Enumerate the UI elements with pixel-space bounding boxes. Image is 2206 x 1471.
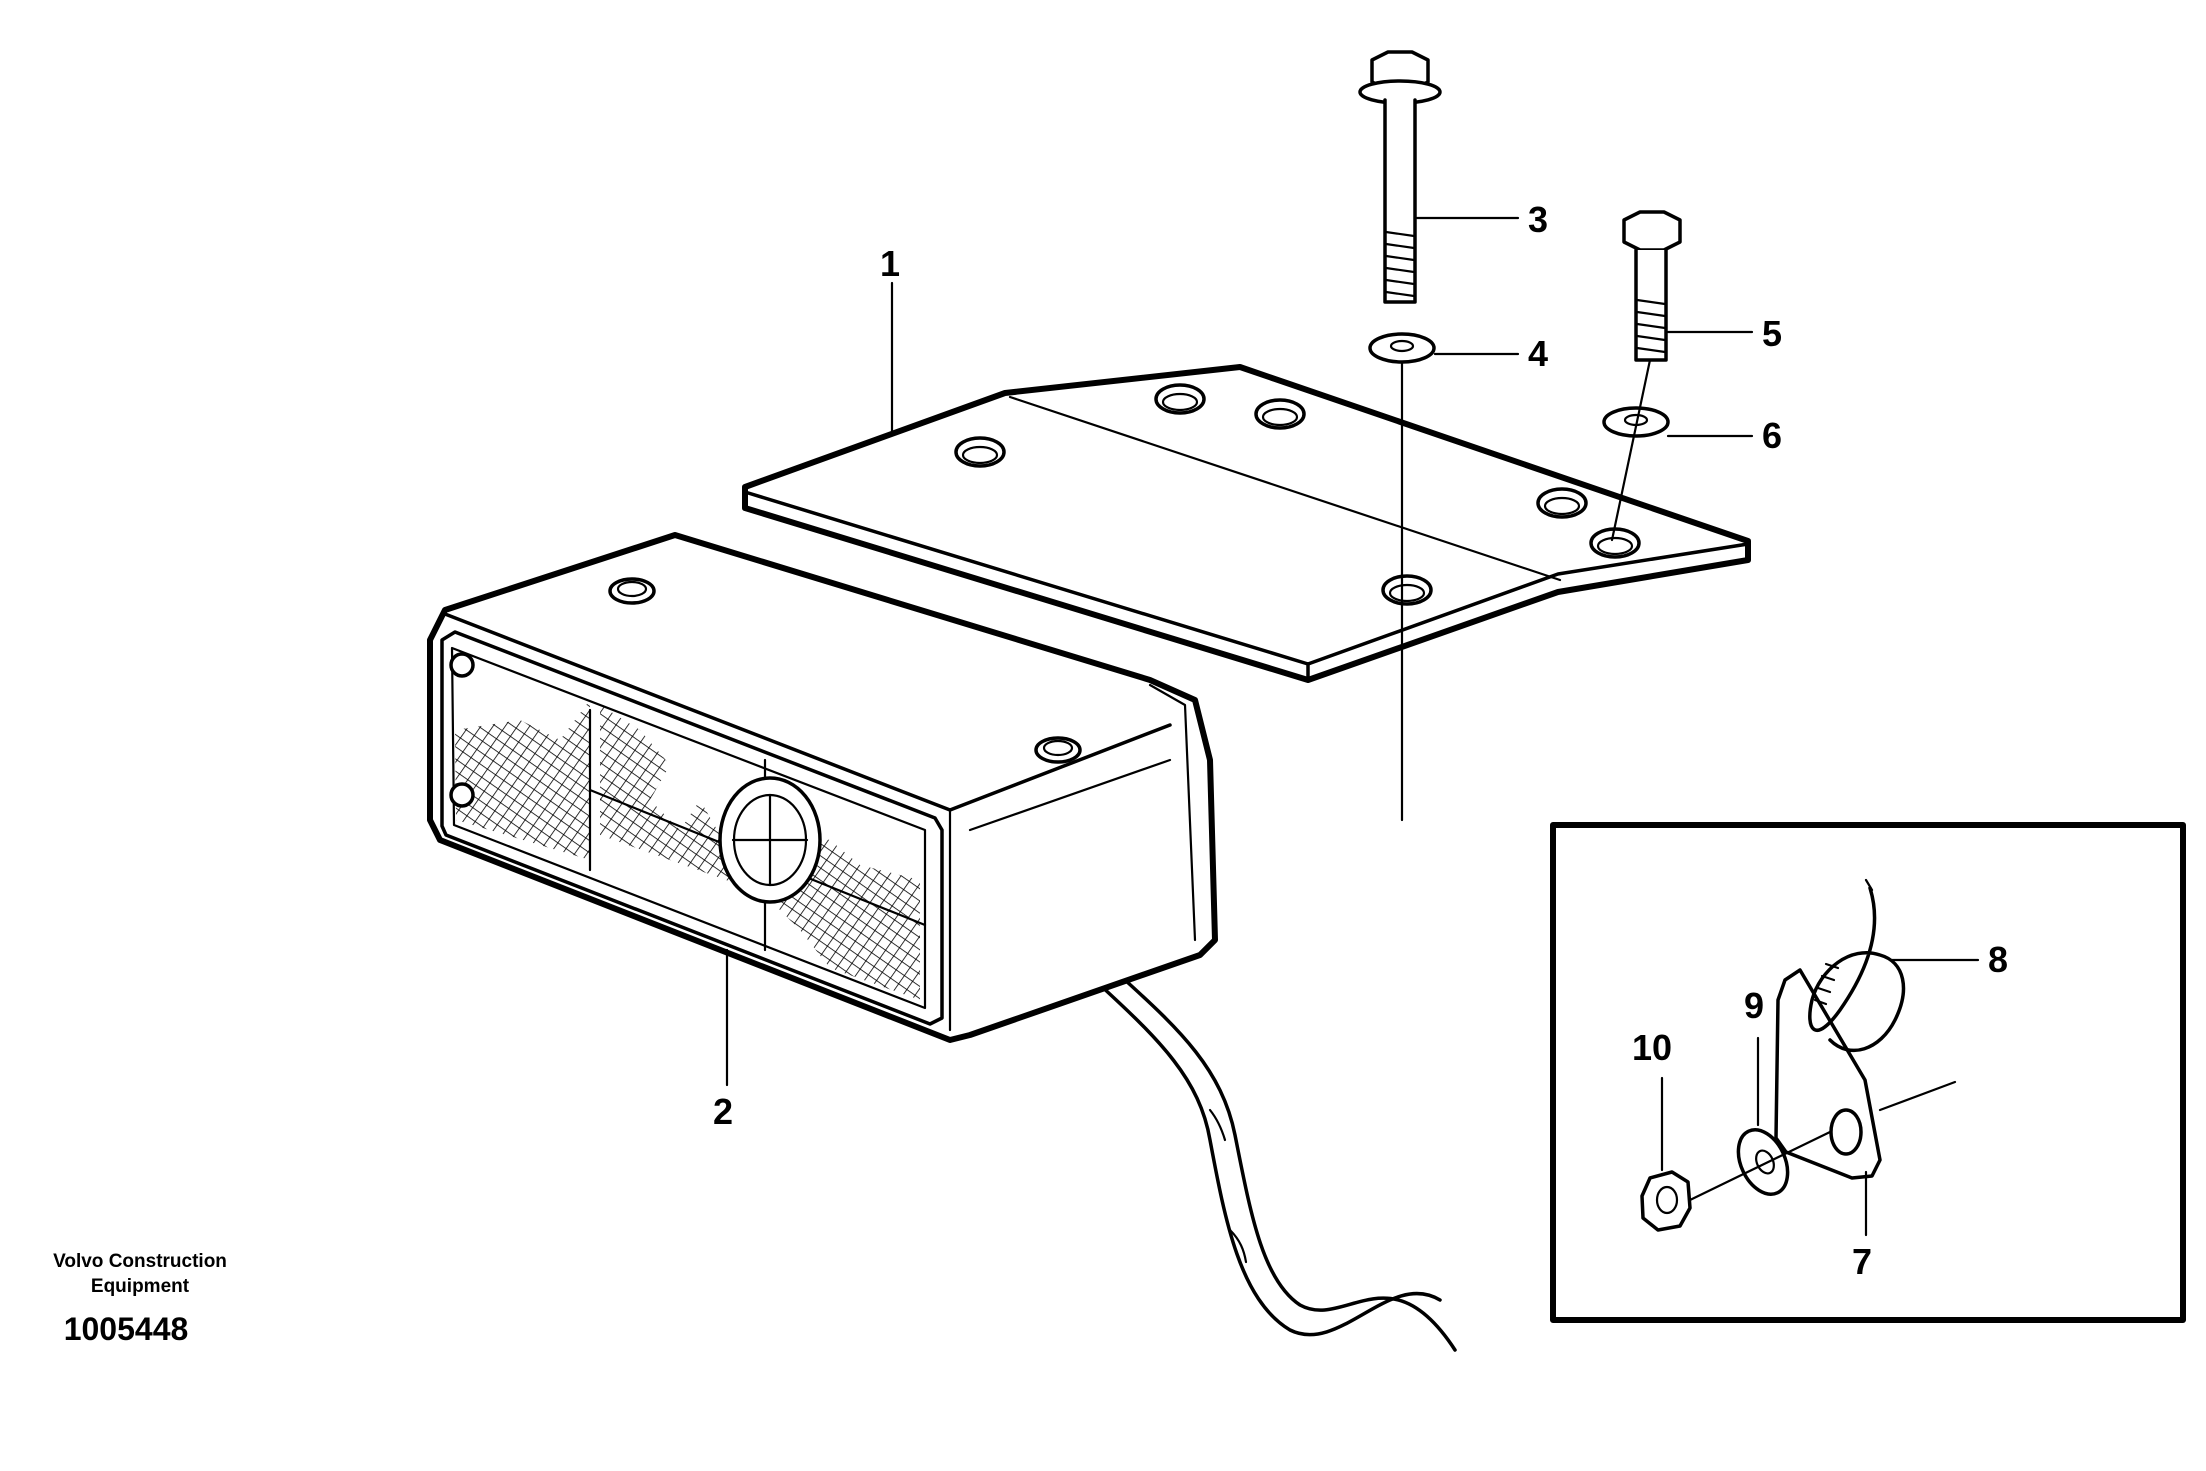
callout-4: 4 — [1528, 333, 1548, 374]
callout-8: 8 — [1988, 939, 2008, 980]
credit-line-1: Volvo Construction — [53, 1251, 227, 1272]
mounting-bracket — [742, 364, 1751, 683]
assembly-lines — [1400, 358, 1652, 822]
short-bolt — [1622, 210, 1682, 362]
callout-7: 7 — [1852, 1241, 1872, 1282]
detail-inset — [1550, 822, 2186, 1323]
callout-9: 9 — [1744, 985, 1764, 1026]
callout-3: 3 — [1528, 199, 1548, 240]
callout-2: 2 — [713, 1091, 733, 1132]
reflector-lamp — [427, 532, 1457, 1352]
credit-line-2: Equipment — [91, 1276, 190, 1297]
callout-5: 5 — [1762, 313, 1782, 354]
callout-6: 6 — [1762, 415, 1782, 456]
callout-1: 1 — [880, 243, 900, 284]
leader-lines — [725, 216, 1754, 1087]
drawing-number: 1005448 — [64, 1311, 189, 1347]
washer-4 — [1368, 332, 1436, 364]
callout-labels: 1 2 3 4 5 6 7 8 9 10 — [713, 199, 2008, 1282]
callout-10: 10 — [1632, 1027, 1672, 1068]
long-bolt — [1358, 50, 1442, 304]
credit-block: Volvo Construction Equipment 1005448 — [53, 1251, 227, 1347]
